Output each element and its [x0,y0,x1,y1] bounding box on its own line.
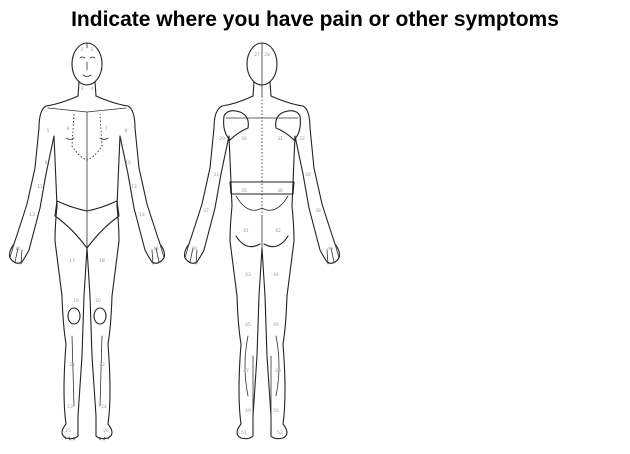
zone-number-33: 33 [213,172,219,178]
zone-number-14: 14 [139,212,145,218]
zone-number-6: 6 [67,126,70,132]
zone-number-4: 4 [91,86,94,92]
front-shins [72,336,102,406]
zone-number-26: 26 [103,428,109,434]
back-torso-arms [185,96,340,439]
zone-number-11: 11 [37,184,43,190]
zone-number-37: 37 [203,208,209,214]
zone-number-7: 7 [105,126,108,132]
zone-number-51: 51 [241,430,247,436]
zone-number-3: 3 [81,86,84,92]
zone-number-40: 40 [327,246,333,252]
front-left-knee [68,308,80,324]
back-left-scapula [224,111,249,140]
back-right-scapula [276,111,301,140]
zone-number-9: 9 [45,160,48,166]
zone-number-41: 41 [243,228,249,234]
zone-number-48: 48 [275,368,281,374]
front-right-knee [94,308,106,324]
zone-number-13: 13 [29,212,35,218]
zone-number-29: 29 [219,136,225,142]
zone-number-12: 12 [131,184,137,190]
zone-number-36: 36 [277,188,283,194]
zone-number-38: 38 [315,208,321,214]
zone-number-30: 30 [241,136,247,142]
zone-number-43: 43 [245,272,251,278]
zone-number-5: 5 [47,128,50,134]
zone-number-2: 2 [91,47,94,53]
zone-number-50: 50 [273,408,279,414]
zone-number-20: 20 [95,298,101,304]
zone-number-25: 25 [65,428,71,434]
zone-number-28: 28 [264,52,270,58]
zone-number-8: 8 [125,128,128,134]
front-clavicle [48,108,126,112]
front-toes [64,436,110,440]
zone-number-22: 22 [99,362,105,368]
zone-number-1: 1 [81,47,84,53]
zone-number-32: 32 [299,136,305,142]
zone-number-52: 52 [277,430,283,436]
zone-number-19: 19 [73,298,79,304]
page-title: Indicate where you have pain or other sy… [0,8,630,32]
zone-number-23: 23 [67,404,73,410]
zone-number-18: 18 [99,258,105,264]
zone-number-10: 10 [125,160,131,166]
zone-number-35: 35 [241,188,247,194]
zone-number-46: 46 [273,322,279,328]
zone-number-44: 44 [273,272,279,278]
zone-number-42: 42 [275,228,281,234]
zone-number-45: 45 [245,322,251,328]
zone-number-15: 15 [15,246,21,252]
zone-number-47: 47 [243,368,249,374]
back-calves [245,336,279,396]
zone-number-16: 16 [153,246,159,252]
zone-number-39: 39 [191,246,197,252]
zone-number-49: 49 [245,408,251,414]
zone-number-27: 27 [254,52,260,58]
back-achilles [253,356,271,426]
zone-number-31: 31 [277,136,283,142]
zone-number-21: 21 [69,362,75,368]
zone-number-17: 17 [69,258,75,264]
zone-number-34: 34 [305,172,311,178]
zone-number-24: 24 [101,404,107,410]
